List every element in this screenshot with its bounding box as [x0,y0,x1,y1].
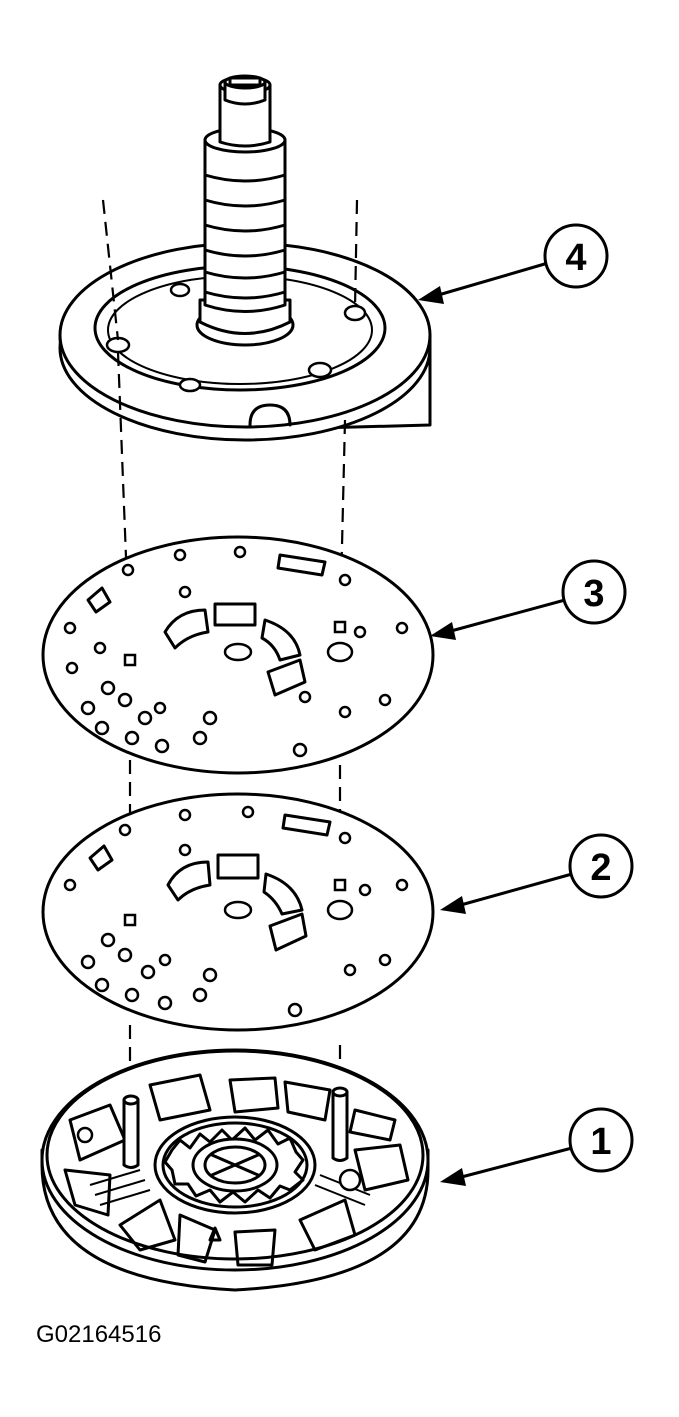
callout-label: 4 [565,237,586,279]
callout-circle [568,833,634,899]
part-1-pump-body [40,1048,430,1292]
callout-label: 2 [590,847,611,889]
callout-label: 1 [590,1121,611,1163]
alignment-line [353,199,359,309]
callout-circle [561,559,627,625]
callout-label: 3 [583,573,604,615]
part-4-cover-with-shaft [58,74,432,442]
callout-3: 3 [430,559,627,640]
callout-circle [543,223,609,289]
alignment-line [101,199,120,341]
alignment-line [338,419,347,631]
callout-4: 4 [418,223,609,304]
callout-circle [568,1107,634,1173]
part-3-separator-plate [41,535,435,775]
figure-code: G02164516 [36,1321,161,1348]
part-2-gasket [41,792,435,1032]
alignment-line [116,351,132,661]
callout-1: 1 [440,1107,634,1186]
callout-2: 2 [440,833,634,914]
